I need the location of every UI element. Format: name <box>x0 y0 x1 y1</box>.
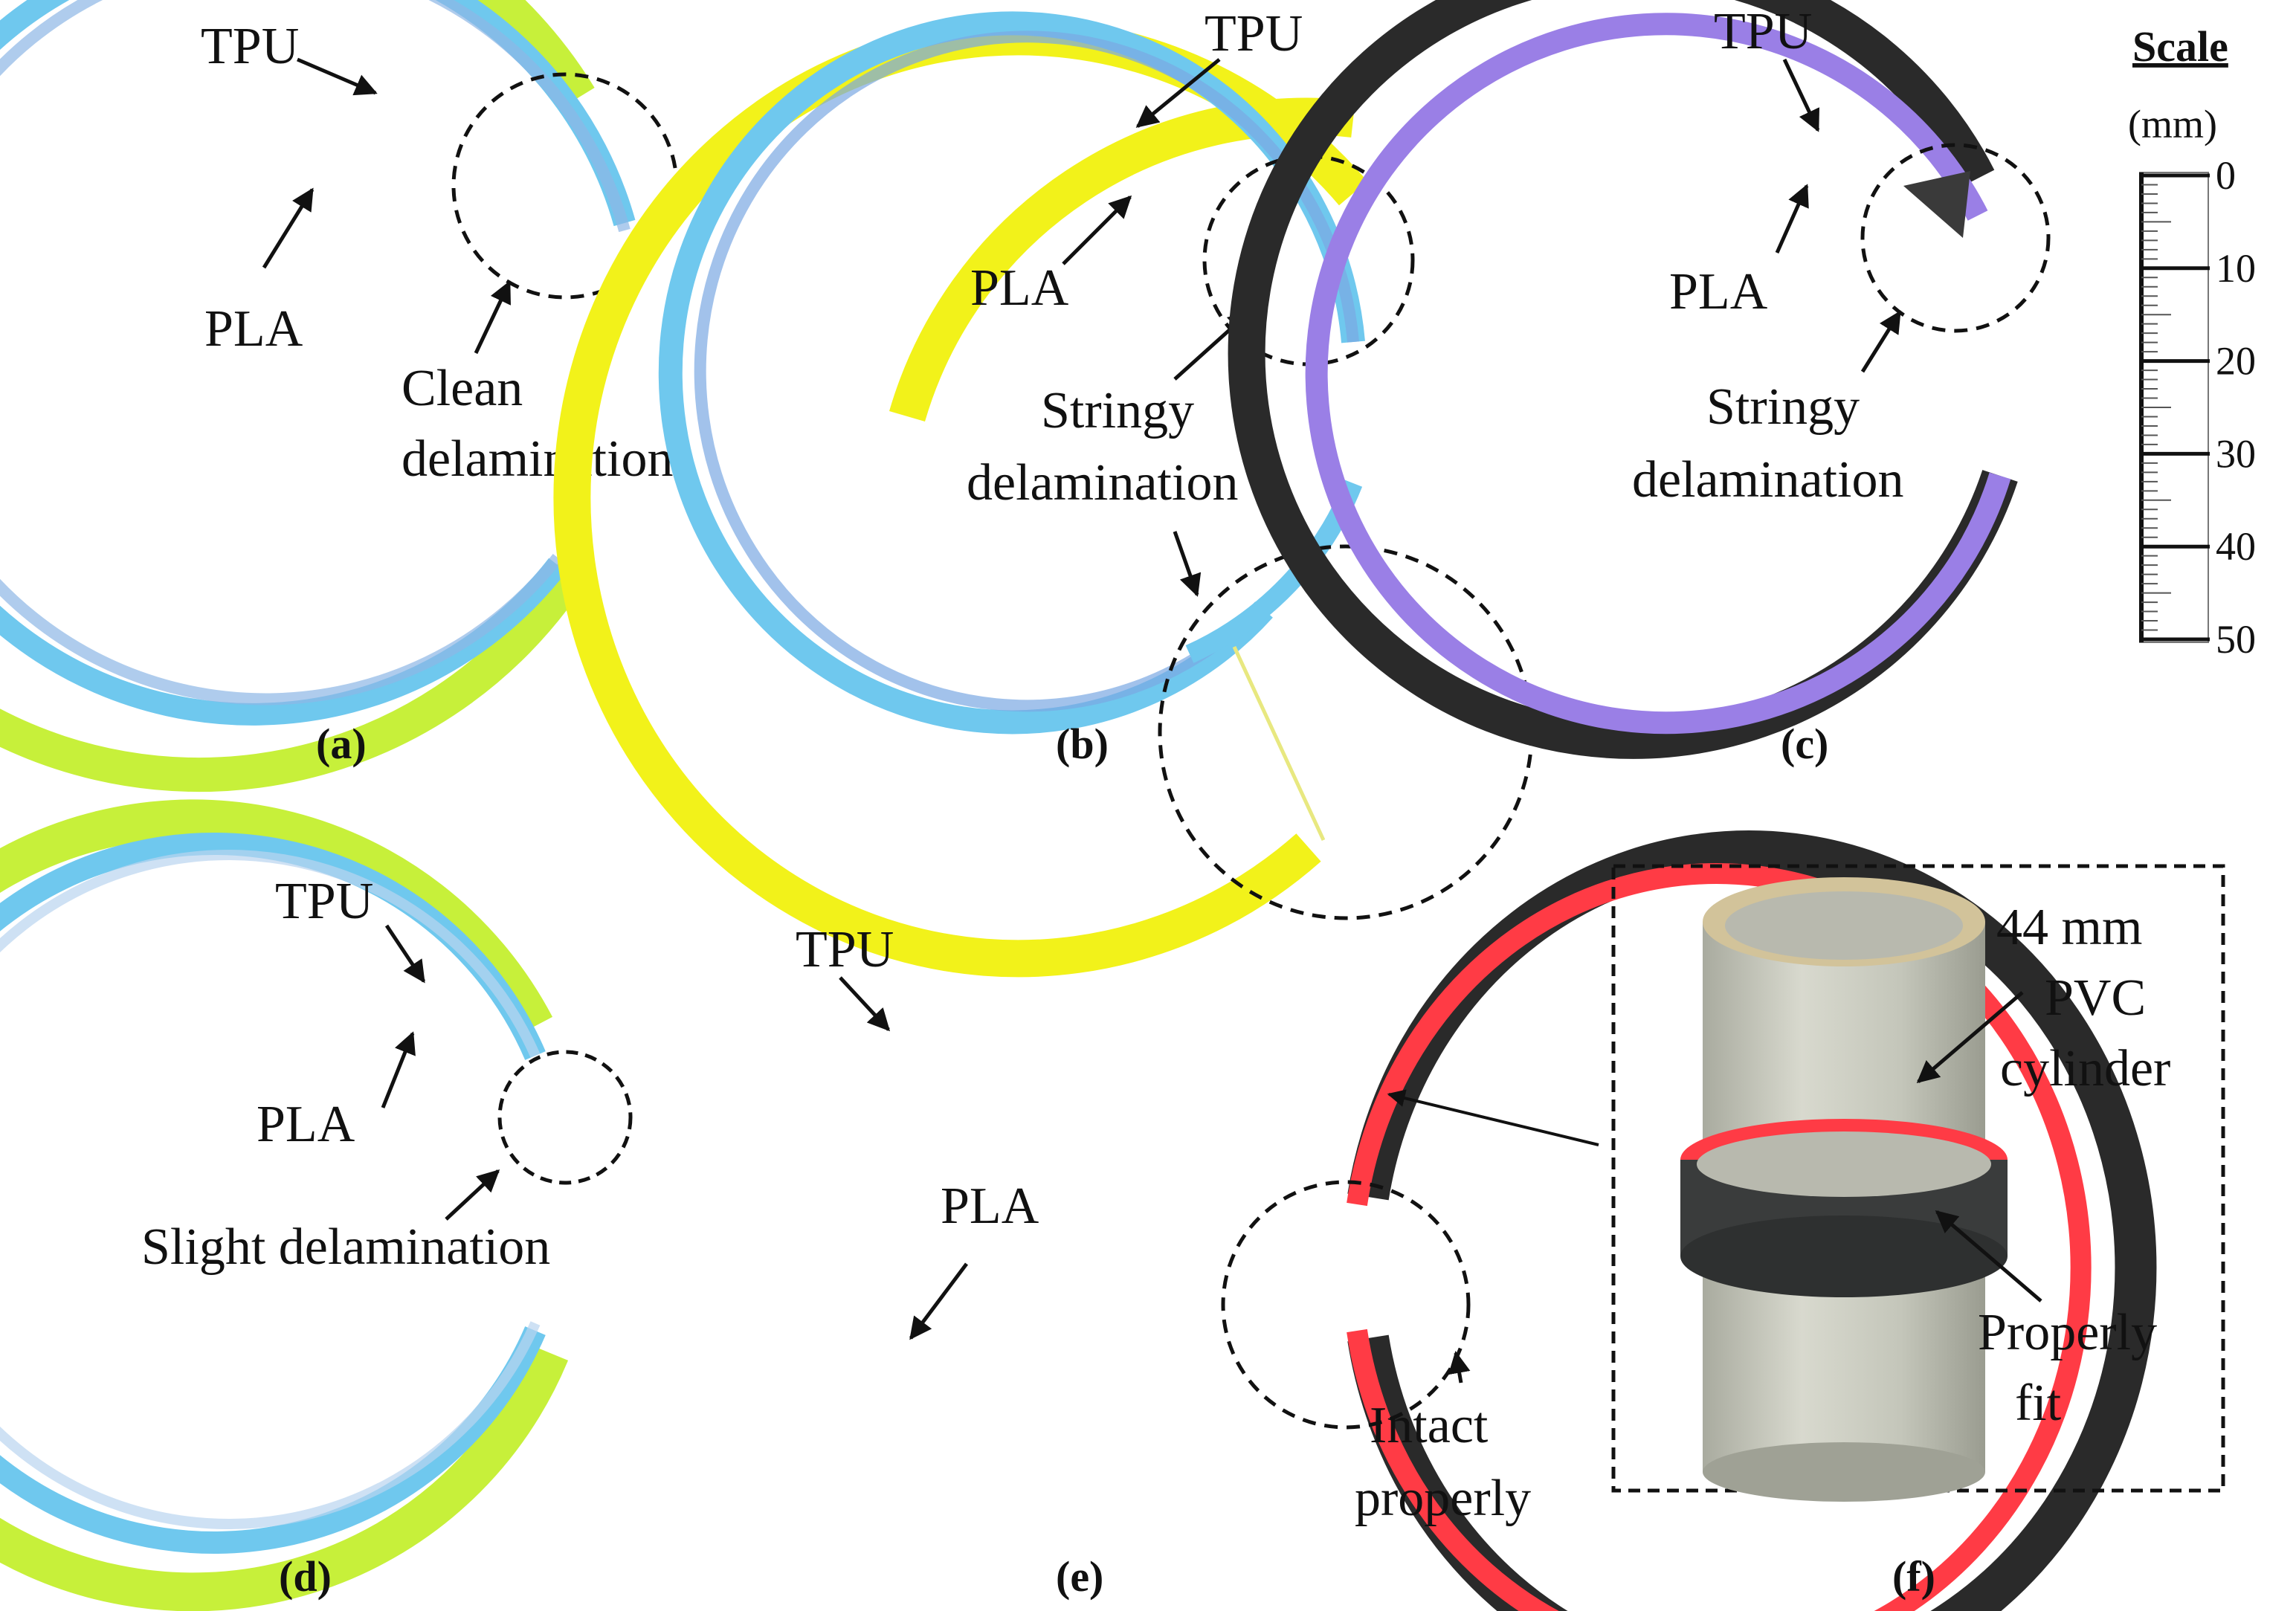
arrow-icon <box>262 187 315 269</box>
pla-label: PLA <box>941 1178 1039 1235</box>
arrow-icon <box>1782 58 1820 132</box>
fit-note-line-1: Properly <box>1978 1304 2157 1361</box>
pla-label: PLA <box>1669 263 1768 320</box>
note-line-2: delamination <box>967 454 1238 511</box>
arrow-icon <box>474 280 512 355</box>
panel-b: TPU PLA Stringy delamination (b) <box>553 5 1534 978</box>
arrow-icon <box>1135 58 1221 128</box>
pla-label: PLA <box>204 300 303 358</box>
ring-sample-a <box>0 0 636 792</box>
note-line-1: Slight delamination <box>141 1218 550 1276</box>
tpu-label: TPU <box>201 18 299 75</box>
note-line-2: delamination <box>402 430 673 488</box>
arrow-icon <box>1916 991 2024 1083</box>
pla-label: PLA <box>257 1096 355 1153</box>
note-line-2: properly <box>1355 1470 1531 1527</box>
arrow-icon <box>909 1262 968 1340</box>
arrow-icon <box>1062 195 1132 265</box>
arrow-icon <box>384 924 426 984</box>
ruler-tick-label: 50 <box>2216 617 2256 662</box>
tpu-label: TPU <box>275 873 373 930</box>
arrow-icon <box>1387 1089 1599 1146</box>
dashed-circle-icon <box>1221 1180 1471 1430</box>
arrow-icon <box>1448 1351 1471 1384</box>
panel-a: TPU PLA Clean delamination (a) <box>0 0 679 792</box>
panel-caption-b: (b) <box>1056 720 1109 768</box>
panel-caption-c: (c) <box>1781 720 1828 768</box>
cylinder-note-line-3: cylinder <box>2000 1040 2170 1097</box>
arrow-icon <box>839 976 891 1032</box>
arrow-icon <box>1775 184 1809 254</box>
ring-sample-d <box>0 799 569 1611</box>
dashed-circle-icon <box>497 1050 633 1185</box>
fitted-ring <box>1680 1119 2008 1297</box>
pla-label: PLA <box>970 259 1069 317</box>
panel-d: TPU PLA Slight delamination (d) <box>0 799 633 1611</box>
arrow-icon <box>1935 1210 2042 1302</box>
panel-e: TPU PLA Intact properly (e) <box>796 830 2157 1611</box>
cylinder-note-line-1: 44 mm <box>1996 899 2142 956</box>
arrow-icon <box>381 1031 416 1108</box>
ring-sample-b <box>553 11 1368 978</box>
arrow-icon <box>297 57 378 96</box>
scale-bar: Scale (mm) 0 10 20 30 40 50 <box>2128 22 2256 662</box>
cylinder-note-line-2: PVC <box>2045 969 2146 1027</box>
panel-caption-a: (a) <box>316 720 367 768</box>
note-line-1: Stringy <box>1706 378 1860 436</box>
ruler-tick-label: 40 <box>2216 524 2256 569</box>
ruler-tick-label: 30 <box>2216 431 2256 476</box>
note-line-2: delamination <box>1632 451 1903 509</box>
note-line-1: Intact <box>1370 1397 1489 1454</box>
ring-sample-e <box>1347 830 2157 1611</box>
arrow-icon <box>1173 531 1202 597</box>
note-line-1: Stringy <box>1041 382 1194 439</box>
ruler-tick-label: 0 <box>2216 153 2236 198</box>
ruler-major-ticks: 0 10 20 30 40 50 <box>2141 153 2256 662</box>
panel-caption-e: (e) <box>1056 1552 1103 1601</box>
dashed-circle-icon <box>1860 143 2051 333</box>
panel-caption-f: (f) <box>1892 1552 1935 1601</box>
tpu-label: TPU <box>796 921 894 978</box>
fit-note-line-2: fit <box>2015 1375 2062 1432</box>
panel-f: 44 mm PVC cylinder Properly fit (f) <box>1611 864 2225 1601</box>
ruler-tick-label: 10 <box>2216 246 2256 291</box>
scale-unit: (mm) <box>2128 102 2217 146</box>
panel-caption-d: (d) <box>279 1552 332 1601</box>
note-line-1: Clean <box>402 360 523 417</box>
arrow-icon <box>1860 310 1902 373</box>
tpu-label: TPU <box>1205 5 1303 62</box>
tpu-label: TPU <box>1714 3 1812 60</box>
panel-c: TPU PLA Stringy delamination (c) <box>1228 0 2051 768</box>
ruler-tick-label: 20 <box>2216 339 2256 384</box>
arrow-icon <box>445 1169 500 1221</box>
ring-sample-c <box>1228 0 2018 759</box>
scale-title: Scale <box>2132 22 2228 71</box>
